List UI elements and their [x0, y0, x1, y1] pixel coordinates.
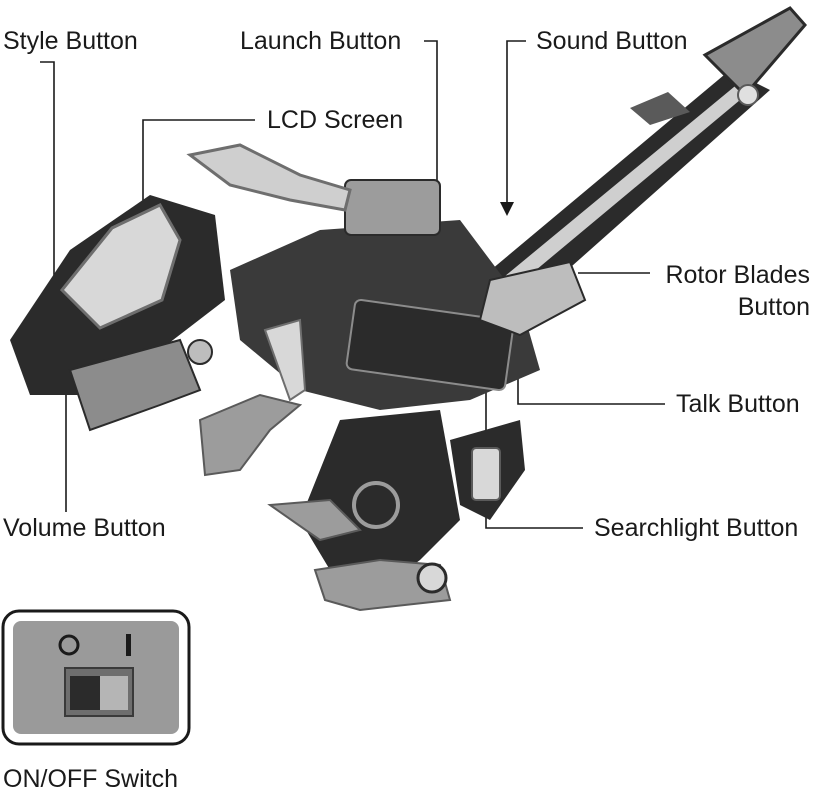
toy-foot-right	[313, 558, 452, 612]
sound-button-arrowhead	[500, 202, 514, 216]
toy-claw	[198, 393, 303, 477]
searchlight-button-label: Searchlight Button	[594, 514, 799, 542]
volume-button-label: Volume Button	[3, 514, 166, 542]
launch-button-leader	[424, 40, 438, 195]
switch-off-symbol-icon	[58, 634, 80, 656]
toy-tail-stripe	[470, 82, 752, 315]
toy-tail-tip	[702, 6, 807, 98]
toy-jaw	[68, 338, 202, 432]
switch-toggle[interactable]	[70, 676, 100, 710]
toy-leg-right-plate	[471, 447, 501, 501]
toy-side-panel	[345, 298, 515, 392]
toy-hip-joint	[187, 339, 213, 365]
lcd-screen-label: LCD Screen	[267, 106, 404, 134]
switch-on-symbol-icon	[126, 634, 131, 656]
sound-button-leader	[506, 40, 526, 205]
toy-lcd-canopy	[59, 203, 182, 330]
toy-rotor-mount	[478, 260, 587, 337]
style-button-leader	[40, 61, 55, 305]
toy-arm	[263, 318, 307, 402]
switch-toggle-right-area	[100, 676, 128, 710]
on-off-switch-label: ON/OFF Switch	[3, 765, 179, 793]
on-off-switch-panel	[1, 609, 191, 746]
toy-foot-left	[267, 498, 362, 542]
rotor-blades-button-label: Rotor Blades Button	[665, 261, 810, 321]
sound-button-label: Sound Button	[536, 27, 688, 55]
talk-button-label: Talk Button	[676, 390, 800, 418]
style-button-label: Style Button	[3, 27, 138, 55]
launch-button-label: Launch Button	[240, 27, 402, 55]
toy-body	[10, 6, 807, 612]
toy-launcher	[344, 179, 441, 236]
toy-tail-joint	[737, 84, 759, 106]
toy-missile	[186, 143, 352, 212]
toy-wheel-front	[352, 481, 400, 529]
toy-wheel-rear	[416, 562, 448, 594]
toy-tail-fin	[630, 92, 690, 125]
